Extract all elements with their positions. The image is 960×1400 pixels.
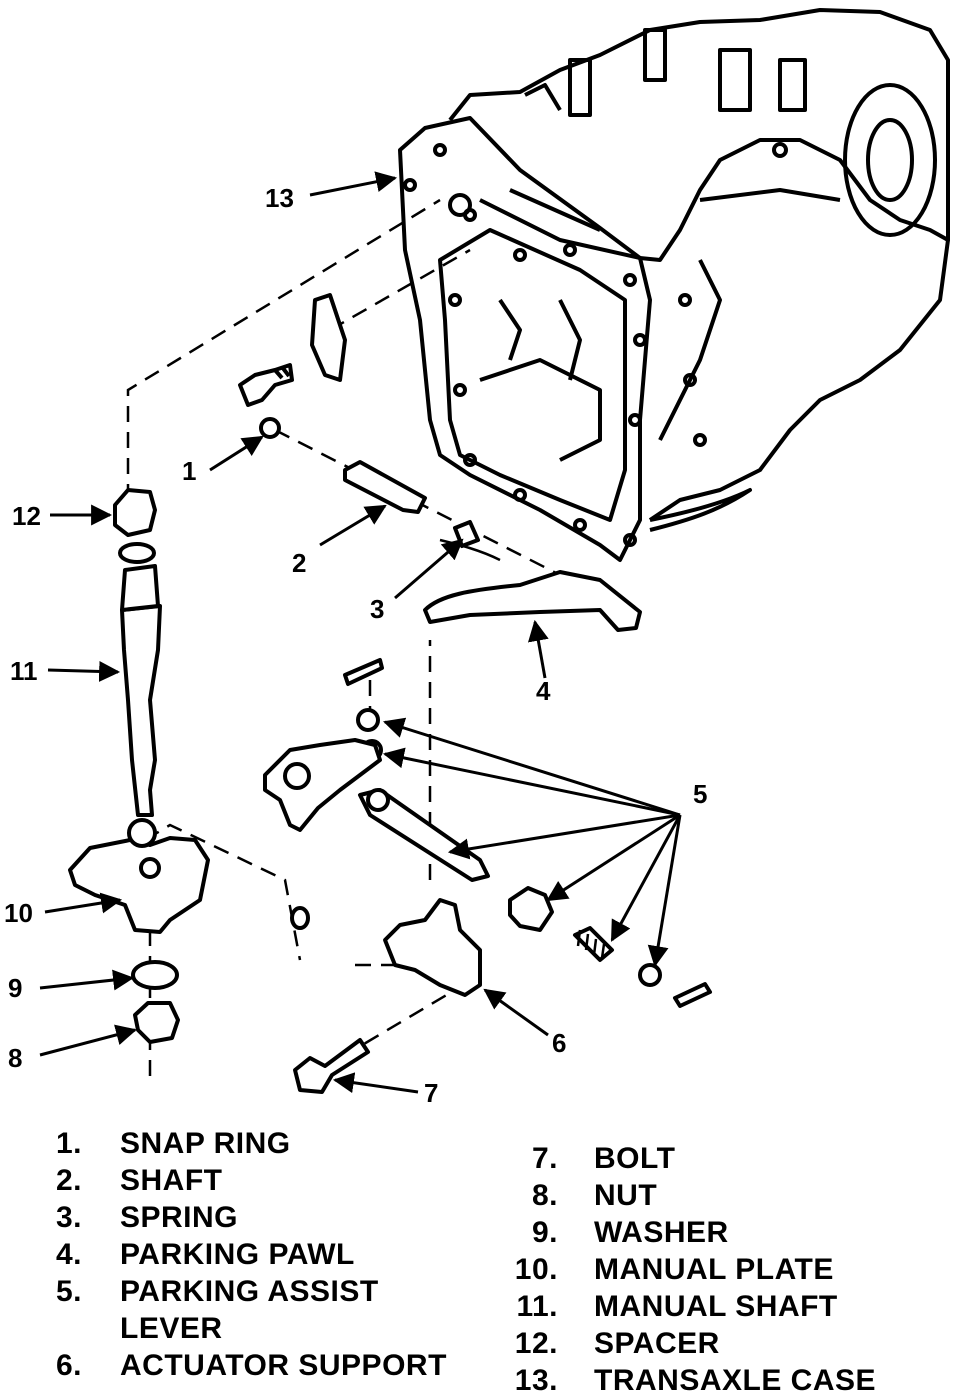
legend-row: 6. ACTUATOR SUPPORT <box>40 1347 447 1384</box>
legend-number: 8. <box>531 1179 558 1212</box>
legend-number: 12. <box>514 1327 558 1360</box>
callout-12: 12 <box>12 501 41 531</box>
shaft <box>343 460 427 514</box>
lever-hole <box>283 762 311 790</box>
leader-lines <box>39 171 682 1094</box>
legend-row: 2. SHAFT <box>40 1162 447 1199</box>
legend-row: 11. MANUAL SHAFT <box>500 1288 876 1325</box>
actuator-spring <box>573 926 614 962</box>
legend-number: 7. <box>531 1142 558 1175</box>
legend-number: 3. <box>55 1201 82 1234</box>
callout-2: 2 <box>292 548 306 578</box>
legend-number: 5. <box>55 1275 82 1308</box>
legend-right-column: 7. BOLT 8. NUT 9. WASHER 10. MANUAL PLATE 11… <box>500 1140 876 1399</box>
plate-pin <box>290 906 310 930</box>
actuator-end-washer <box>638 963 662 987</box>
actuator-end-pin <box>673 982 712 1008</box>
legend-label: BOLT <box>594 1142 676 1175</box>
callout-5: 5 <box>693 779 707 809</box>
legend-number: 2. <box>55 1164 82 1197</box>
legend-number: 9. <box>531 1216 558 1249</box>
nut <box>133 1001 180 1044</box>
spacer <box>113 488 157 537</box>
legend-row: 4. PARKING PAWL <box>40 1236 447 1273</box>
manual-plate-hole <box>139 857 161 879</box>
legend-label: WASHER <box>594 1216 729 1249</box>
legend-label: SNAP RING <box>120 1127 291 1160</box>
legend-label: PARKING PAWL <box>120 1238 355 1271</box>
support-bolt <box>293 1038 370 1094</box>
legend-number <box>40 1310 82 1347</box>
legend-left-column: 1. SNAP RING 2. SHAFT 3. SPRING 4. PARKING P… <box>40 1125 447 1384</box>
legend-label: MANUAL PLATE <box>594 1253 834 1286</box>
legend-label: MANUAL SHAFT <box>594 1290 838 1323</box>
actuator-cam <box>508 886 554 932</box>
manual-shaft-collar <box>118 542 156 564</box>
legend-number: 13. <box>514 1364 558 1397</box>
exploded-view-diagram: 13 1 2 3 4 5 6 7 8 9 10 11 12 <box>4 8 950 1108</box>
callout-1: 1 <box>182 456 196 486</box>
callout-8: 8 <box>8 1043 22 1073</box>
legend-number: 10. <box>514 1253 558 1286</box>
actuator-support <box>383 898 482 997</box>
legend-row: 10. MANUAL PLATE <box>500 1251 876 1288</box>
transaxle-case <box>398 8 950 562</box>
callout-4: 4 <box>536 676 551 706</box>
legend-label: SPACER <box>594 1327 720 1360</box>
lever-pin <box>343 658 384 686</box>
parking-pawl <box>423 570 642 632</box>
legend-row: 9. WASHER <box>500 1214 876 1251</box>
callout-11: 11 <box>10 656 38 686</box>
snap-ring <box>259 417 281 439</box>
callout-labels: 13 1 2 3 4 5 6 7 8 9 10 11 12 <box>4 183 707 1108</box>
legend-row: 13. TRANSAXLE CASE <box>500 1362 876 1399</box>
legend-number: 1. <box>55 1127 82 1160</box>
legend-row: 8. NUT <box>500 1177 876 1214</box>
legend-row: 7. BOLT <box>500 1140 876 1177</box>
legend-label: SPRING <box>120 1201 239 1234</box>
callout-13: 13 <box>265 183 294 213</box>
parking-assist-lever <box>263 738 382 832</box>
legend-row: 3. SPRING <box>40 1199 447 1236</box>
legend-row: LEVER <box>40 1310 447 1347</box>
callout-6: 6 <box>552 1028 566 1058</box>
legend-row: 1. SNAP RING <box>40 1125 447 1162</box>
rod-collar <box>366 788 390 812</box>
legend-row: 5. PARKING ASSIST <box>40 1273 447 1310</box>
legend-number: 6. <box>55 1349 82 1382</box>
washer <box>131 960 179 990</box>
legend-number: 11. <box>516 1290 558 1323</box>
case-bracket <box>310 293 347 382</box>
legend-label: PARKING ASSIST <box>120 1275 379 1308</box>
manual-shaft-splines <box>120 564 160 612</box>
manual-plate <box>68 836 210 934</box>
legend-label: ACTUATOR SUPPORT <box>120 1349 447 1382</box>
legend-row: 12. SPACER <box>500 1325 876 1362</box>
lever-nut <box>356 708 380 732</box>
legend-label: TRANSAXLE CASE <box>594 1364 877 1397</box>
callout-7: 7 <box>424 1078 438 1108</box>
callout-10: 10 <box>4 898 33 928</box>
legend-label: LEVER <box>120 1312 223 1345</box>
legend-number: 4. <box>55 1238 82 1271</box>
callout-9: 9 <box>8 973 22 1003</box>
bracket-bolt <box>238 363 294 407</box>
legend-label: NUT <box>594 1179 658 1212</box>
manual-shaft-washer <box>127 818 157 848</box>
manual-shaft <box>120 604 162 817</box>
legend-label: SHAFT <box>120 1164 223 1197</box>
callout-3: 3 <box>370 594 384 624</box>
